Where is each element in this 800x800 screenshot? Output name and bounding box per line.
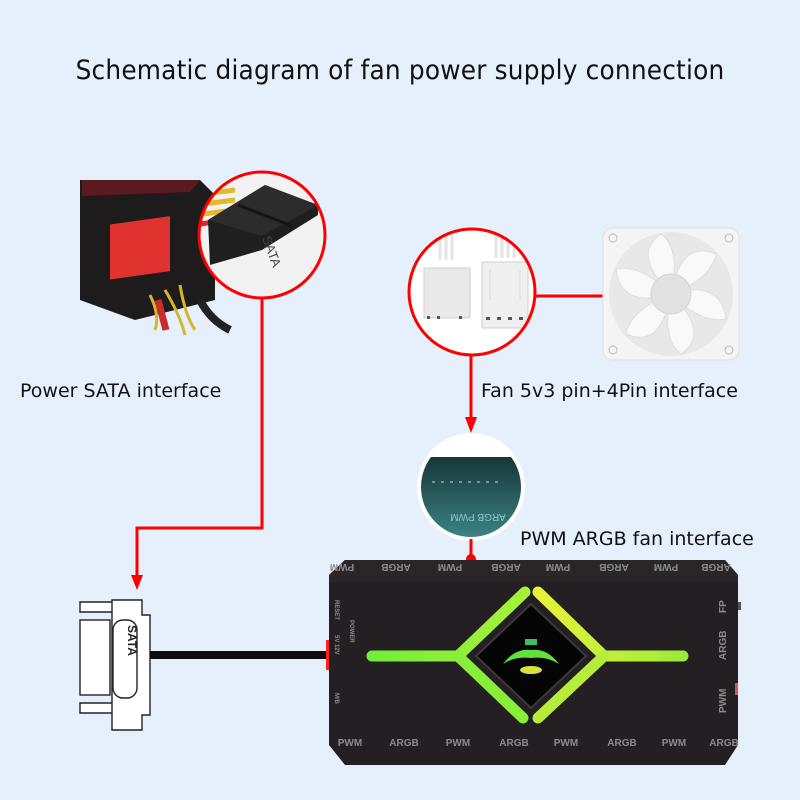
bottom-port-label-pwm: PWM [554, 738, 578, 749]
cable-plug-marker [326, 640, 329, 670]
top-port-label-argb: ARGB [381, 561, 410, 572]
power-supply-unit [80, 180, 232, 336]
top-port-label-argb: ARGB [701, 561, 730, 572]
white-argb-fan [602, 227, 740, 361]
side-switch [738, 602, 741, 610]
top-port-label-pwm: PWM [330, 561, 354, 572]
top-port-label-pwm: PWM [654, 561, 678, 572]
top-port-label-pwm: PWM [546, 561, 570, 572]
hub-label-fp: FP [718, 600, 729, 613]
fan-connector-callout [407, 227, 537, 357]
top-port-label-argb: ARGB [491, 561, 520, 572]
led-light-bar [366, 586, 689, 724]
inset-port-text: ARGB PWM [450, 511, 506, 522]
diagram-title: Schematic diagram of fan power supply co… [75, 55, 725, 86]
hub-label-pwm-side: PWM [718, 689, 729, 713]
argb-3pin-connector [423, 267, 471, 319]
hub-label-mb: M/B [333, 693, 339, 705]
sata-adapter-connector: SATA [79, 599, 151, 731]
pwm-4pin-connector [481, 261, 529, 329]
bottom-port-label-argb: ARGB [607, 738, 636, 749]
fan-hub: PWM ARGB PWM ARGB PWM ARGB PWM ARGB PWM ARGB PWM A… [329, 560, 741, 765]
fan-interface-label: Fan 5v3 pin+4Pin interface [481, 380, 738, 402]
top-port-label-argb: ARGB [599, 561, 628, 572]
side-indicator [735, 683, 738, 695]
hub-label-voltage: 5V 12V [333, 635, 339, 655]
hub-label-argb-side: ARGB [718, 631, 729, 660]
hub-label-reset: RESET [333, 600, 339, 620]
bottom-port-label-argb: ARGB [709, 738, 738, 749]
fan-to-hub-line [465, 355, 477, 433]
power-sata-interface-label: Power SATA interface [20, 380, 222, 402]
bottom-port-label-pwm: PWM [446, 738, 470, 749]
pwm-argb-interface-label: PWM ARGB fan interface [520, 528, 754, 550]
hub-label-power: POWER [348, 620, 354, 643]
bottom-port-label-argb: ARGB [389, 738, 418, 749]
psu-connection-line [131, 298, 264, 590]
sata-adapter-label: SATA [125, 625, 139, 656]
pwm-port-inset: ARGB PWM [417, 433, 525, 541]
bottom-port-label-pwm: PWM [662, 738, 686, 749]
arrow-down-icon [131, 575, 143, 590]
bottom-port-label-pwm: PWM [338, 738, 362, 749]
arrow-down-icon [465, 417, 477, 433]
brand-logo-icon [503, 639, 559, 674]
psu-warning-label [110, 216, 170, 280]
top-port-label-pwm: PWM [438, 561, 462, 572]
bottom-port-label-argb: ARGB [499, 738, 528, 749]
